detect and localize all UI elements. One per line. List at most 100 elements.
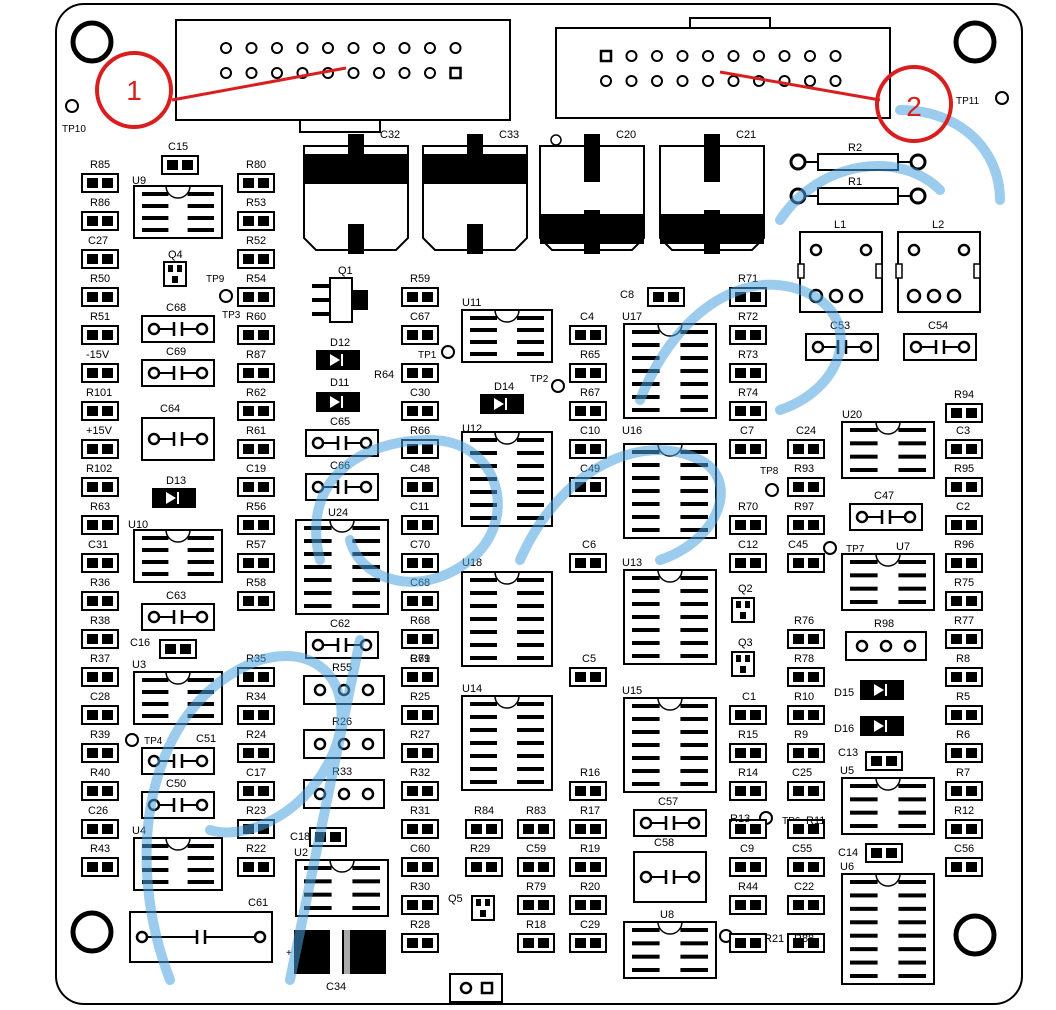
smd-part-r29: R29 bbox=[465, 843, 503, 877]
smd-part-r79: R79 bbox=[517, 881, 555, 915]
ic-u13: U13 bbox=[622, 557, 717, 665]
part-label: Q4 bbox=[168, 249, 183, 261]
pad bbox=[102, 444, 113, 454]
part-label: R1 bbox=[848, 176, 862, 188]
pad bbox=[87, 444, 98, 454]
pin bbox=[632, 954, 660, 959]
pin bbox=[632, 654, 660, 658]
test-point-tp2: TP2 bbox=[530, 374, 565, 393]
part-label: Q3 bbox=[738, 637, 753, 649]
smd-part-r38: R38 bbox=[81, 615, 119, 649]
pad bbox=[750, 520, 761, 530]
pad bbox=[87, 748, 98, 758]
pin bbox=[680, 489, 708, 493]
pad bbox=[243, 748, 254, 758]
notch bbox=[165, 671, 191, 685]
pad bbox=[750, 330, 761, 340]
pad bbox=[750, 406, 761, 416]
pin bbox=[352, 591, 380, 595]
smd-part-r88: R88 bbox=[787, 933, 825, 953]
pin-pad bbox=[271, 67, 283, 79]
shroud-key bbox=[299, 120, 381, 133]
film-cap-c51: C51 bbox=[141, 733, 216, 775]
pad bbox=[258, 216, 269, 226]
pad bbox=[745, 655, 750, 662]
pin bbox=[898, 974, 926, 978]
part-label: C61 bbox=[248, 897, 268, 909]
part-label: R96 bbox=[954, 539, 974, 551]
smd-part-15v: +15V bbox=[81, 425, 119, 459]
pad bbox=[258, 406, 269, 416]
pad bbox=[735, 786, 746, 796]
part-label: R12 bbox=[954, 805, 974, 817]
part-label: R74 bbox=[738, 387, 758, 399]
pad bbox=[253, 930, 267, 944]
callout-pointer bbox=[171, 66, 347, 102]
pin bbox=[517, 451, 544, 455]
smd-part-r83: R83 bbox=[517, 805, 555, 839]
pin bbox=[850, 893, 878, 898]
pin bbox=[470, 328, 497, 332]
pin-pad bbox=[245, 42, 258, 54]
pin bbox=[470, 617, 497, 621]
pin-pad bbox=[398, 42, 411, 54]
pad bbox=[243, 368, 254, 378]
smd-part-r17: R17 bbox=[569, 805, 607, 839]
part-label: D12 bbox=[330, 337, 350, 349]
test-point-tp4: TP4 bbox=[125, 733, 163, 747]
pad bbox=[102, 596, 113, 606]
pin bbox=[680, 589, 708, 593]
film-cap-c57: C57 bbox=[633, 796, 707, 837]
notch bbox=[329, 859, 355, 873]
pin-pad bbox=[625, 75, 638, 87]
pin bbox=[352, 552, 380, 556]
pad bbox=[243, 672, 254, 682]
part-label: R25 bbox=[410, 691, 430, 703]
pad bbox=[966, 482, 977, 492]
diode-symbol bbox=[494, 398, 504, 410]
pad bbox=[966, 786, 977, 796]
smd-part-r84: R84 bbox=[465, 805, 503, 839]
pin bbox=[680, 641, 708, 645]
pin bbox=[680, 330, 708, 334]
pin bbox=[142, 548, 169, 552]
pin bbox=[632, 717, 660, 721]
pin bbox=[680, 968, 708, 972]
pad bbox=[407, 330, 418, 340]
smd-part-r50: R50 bbox=[81, 273, 119, 307]
pin bbox=[632, 330, 660, 334]
pad bbox=[828, 288, 844, 304]
smd-part-r59: R59 bbox=[401, 273, 439, 307]
pad bbox=[951, 520, 962, 530]
pad bbox=[523, 862, 534, 872]
pin bbox=[850, 810, 878, 815]
pad bbox=[793, 520, 804, 530]
pad bbox=[485, 899, 490, 906]
pin bbox=[187, 714, 214, 718]
pad bbox=[740, 612, 746, 619]
smd-part-c55: C55 bbox=[787, 843, 825, 877]
pin bbox=[680, 528, 708, 532]
cap-gap bbox=[344, 930, 350, 974]
pin bbox=[187, 228, 214, 232]
pad bbox=[422, 710, 433, 720]
pad bbox=[258, 710, 269, 720]
cap-pad bbox=[704, 134, 720, 182]
pin bbox=[517, 316, 544, 320]
part-label: C48 bbox=[410, 463, 430, 475]
pin bbox=[470, 340, 497, 344]
resistor-body bbox=[817, 187, 899, 205]
pin bbox=[632, 641, 660, 645]
part-label: C18 bbox=[290, 831, 310, 843]
pad bbox=[735, 900, 746, 910]
pin bbox=[470, 516, 497, 520]
mounting-hole bbox=[953, 20, 997, 64]
part-label: R61 bbox=[246, 425, 266, 437]
pin bbox=[632, 369, 660, 373]
pin bbox=[470, 503, 497, 507]
pin bbox=[632, 704, 660, 708]
part-label: C65 bbox=[330, 416, 350, 428]
smd-part-c27: C27 bbox=[81, 235, 119, 269]
pin bbox=[898, 428, 926, 432]
smd-part-r22: R22 bbox=[237, 843, 275, 877]
